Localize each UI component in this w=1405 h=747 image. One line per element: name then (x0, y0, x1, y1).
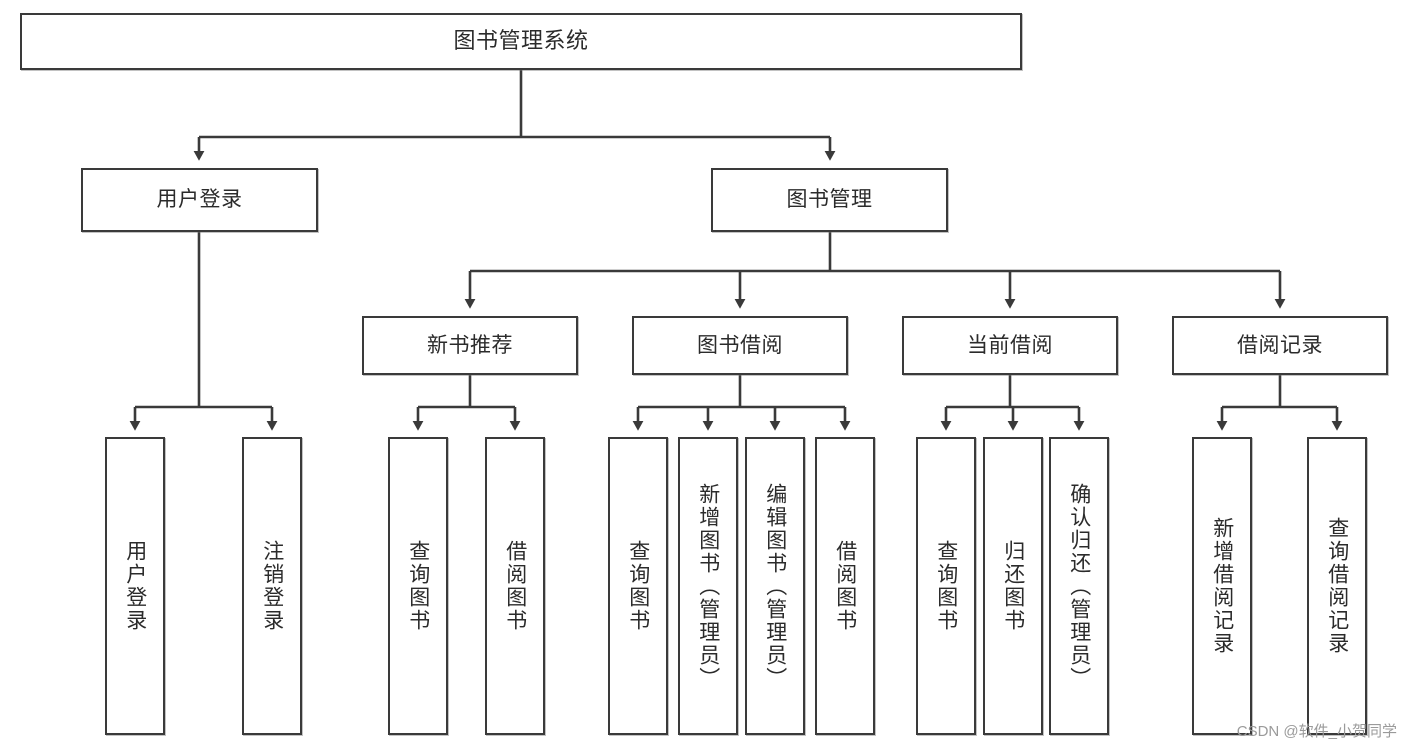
node-book-manage[interactable]: 图书管理 (711, 168, 948, 232)
node-book-borrow[interactable]: 图书借阅 (632, 316, 848, 375)
edge-group-book-borrow (632, 375, 851, 431)
node-borrow-record[interactable]: 借阅记录 (1172, 316, 1388, 375)
node-leaf-edit-book-admin[interactable]: 编辑图书（管理员） (745, 437, 805, 735)
node-leaf-query-book-2[interactable]: 查询图书 (608, 437, 668, 735)
node-root[interactable]: 图书管理系统 (20, 13, 1022, 70)
node-leaf-query-book-2-label: 查询图书 (626, 540, 650, 632)
node-leaf-borrow-book-1-label: 借阅图书 (503, 540, 527, 632)
edge-group-user-login (129, 232, 278, 431)
node-leaf-borrow-book-1[interactable]: 借阅图书 (485, 437, 545, 735)
node-user-login[interactable]: 用户登录 (81, 168, 318, 232)
node-leaf-user-logout[interactable]: 注销登录 (242, 437, 302, 735)
node-leaf-edit-book-admin-label: 编辑图书（管理员） (763, 482, 787, 690)
node-leaf-query-borrow-record-label: 查询借阅记录 (1325, 517, 1349, 655)
node-leaf-add-book-admin[interactable]: 新增图书（管理员） (678, 437, 738, 735)
node-leaf-query-book-1[interactable]: 查询图书 (388, 437, 448, 735)
edge-group-current-borrow (940, 375, 1085, 431)
node-leaf-query-book-3[interactable]: 查询图书 (916, 437, 976, 735)
watermark: CSDN @软件_小贺同学 (1236, 723, 1397, 740)
node-leaf-query-borrow-record[interactable]: 查询借阅记录 (1307, 437, 1367, 735)
edge-group-book-manage (464, 232, 1286, 309)
node-book-manage-label: 图书管理 (786, 188, 873, 212)
node-new-book-recommend-label: 新书推荐 (427, 333, 513, 357)
node-leaf-confirm-return-admin[interactable]: 确认归还（管理员） (1049, 437, 1109, 735)
node-current-borrow[interactable]: 当前借阅 (902, 316, 1118, 375)
node-leaf-query-book-3-label: 查询图书 (934, 540, 958, 632)
node-leaf-user-login[interactable]: 用户登录 (105, 437, 165, 735)
node-leaf-query-book-1-label: 查询图书 (406, 540, 430, 632)
node-leaf-user-login-label: 用户登录 (123, 540, 147, 632)
node-current-borrow-label: 当前借阅 (967, 333, 1053, 357)
node-leaf-return-book[interactable]: 归还图书 (983, 437, 1043, 735)
node-leaf-add-borrow-record-label: 新增借阅记录 (1210, 517, 1234, 655)
node-new-book-recommend[interactable]: 新书推荐 (362, 316, 578, 375)
node-leaf-borrow-book-2[interactable]: 借阅图书 (815, 437, 875, 735)
edge-group-root (193, 70, 836, 161)
node-leaf-user-logout-label: 注销登录 (260, 540, 284, 632)
node-leaf-add-borrow-record[interactable]: 新增借阅记录 (1192, 437, 1252, 735)
node-root-label: 图书管理系统 (453, 28, 589, 54)
node-leaf-confirm-return-admin-label: 确认归还（管理员） (1067, 482, 1091, 690)
edge-group-new-book-recommend (412, 375, 521, 431)
node-user-login-label: 用户登录 (156, 188, 243, 212)
node-book-borrow-label: 图书借阅 (697, 333, 783, 357)
node-leaf-return-book-label: 归还图书 (1001, 540, 1025, 632)
edge-group-borrow-record (1216, 375, 1343, 431)
node-borrow-record-label: 借阅记录 (1237, 333, 1323, 357)
node-leaf-borrow-book-2-label: 借阅图书 (833, 540, 857, 632)
node-leaf-add-book-admin-label: 新增图书（管理员） (696, 482, 720, 690)
